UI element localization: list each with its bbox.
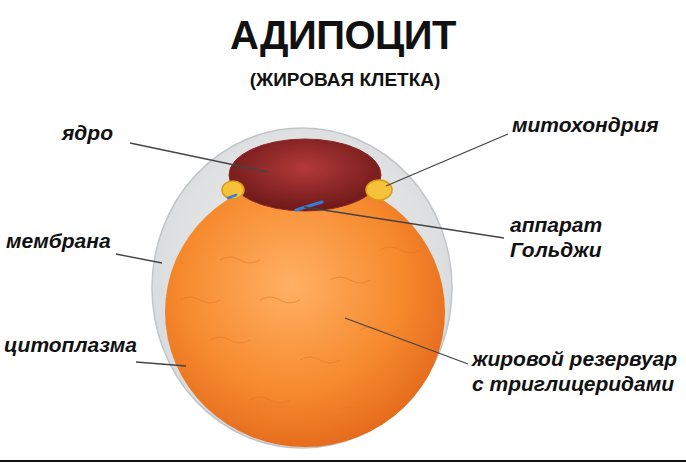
leader-line (136, 362, 186, 366)
part-label: митохондрия (512, 112, 659, 137)
fat-reservoir (165, 177, 445, 447)
part-label: ядро (62, 120, 113, 145)
bottom-rule (0, 460, 686, 462)
mitochondrion (366, 180, 392, 200)
leader-line (386, 134, 508, 186)
fat-texture (180, 247, 420, 413)
leader-line (304, 207, 504, 238)
golgi-apparatus (228, 195, 236, 198)
diagram-title: АДИПОЦИТ (0, 12, 686, 58)
subtitle: (ЖИРОВАЯ КЛЕТКА) (2, 68, 686, 92)
leader-line (130, 143, 268, 172)
leader-line (345, 318, 468, 364)
part-label: аппарат Гольджи (510, 212, 640, 262)
part-label: жировой резервуар с триглицеридами (472, 346, 680, 396)
leader-line (116, 254, 162, 263)
leader-lines (116, 134, 508, 366)
nucleus (229, 139, 381, 211)
mitochondrion (222, 181, 244, 199)
part-label: цитоплазма (4, 332, 137, 357)
cell-membrane (152, 128, 452, 448)
part-label: мембрана (6, 228, 111, 253)
